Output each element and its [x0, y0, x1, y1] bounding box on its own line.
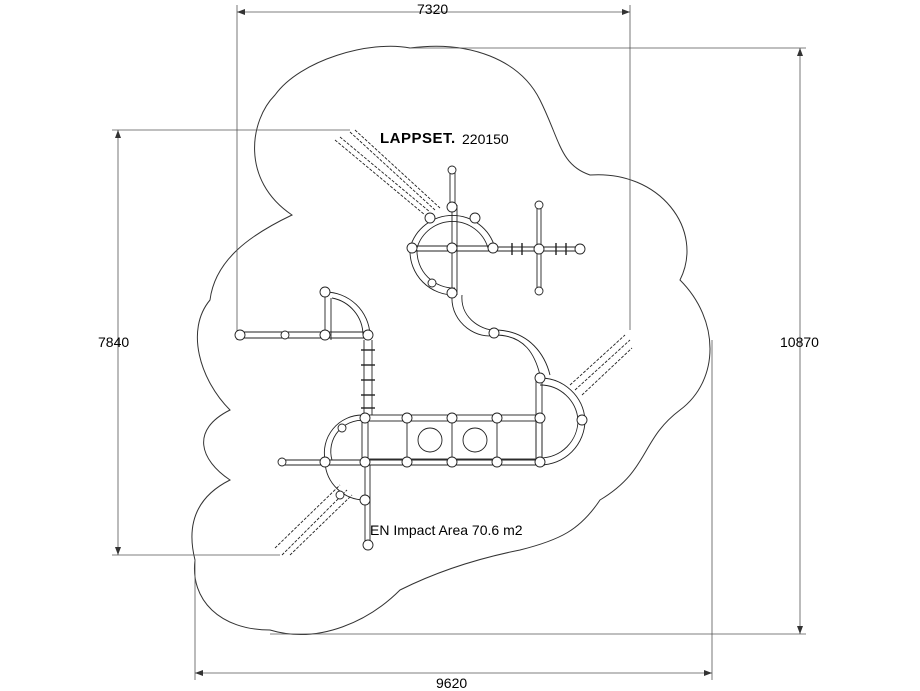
ladder-rungs — [361, 243, 567, 409]
dimension-left-height: 7840 — [98, 334, 130, 350]
dimension-bottom-width: 9620 — [436, 675, 468, 691]
ladder-bridge — [363, 340, 373, 415]
dimension-top-width: 7320 — [417, 1, 449, 17]
impact-area-outline — [191, 45, 711, 635]
dimension-arrows — [115, 9, 803, 676]
impact-area-label: EN Impact Area 70.6 m2 — [370, 522, 523, 538]
left-tower — [240, 291, 371, 340]
tunnel — [451, 294, 551, 376]
climbing-nets — [274, 129, 633, 556]
play-structure — [240, 129, 633, 556]
dimension-right-height: 10870 — [780, 334, 819, 350]
brand-logo: LAPPSET. — [380, 130, 456, 147]
upper-tower — [409, 170, 496, 296]
post-caps — [234, 165, 588, 551]
product-code: 220150 — [462, 131, 509, 147]
dimension-lines — [112, 5, 806, 680]
main-module — [280, 414, 545, 501]
